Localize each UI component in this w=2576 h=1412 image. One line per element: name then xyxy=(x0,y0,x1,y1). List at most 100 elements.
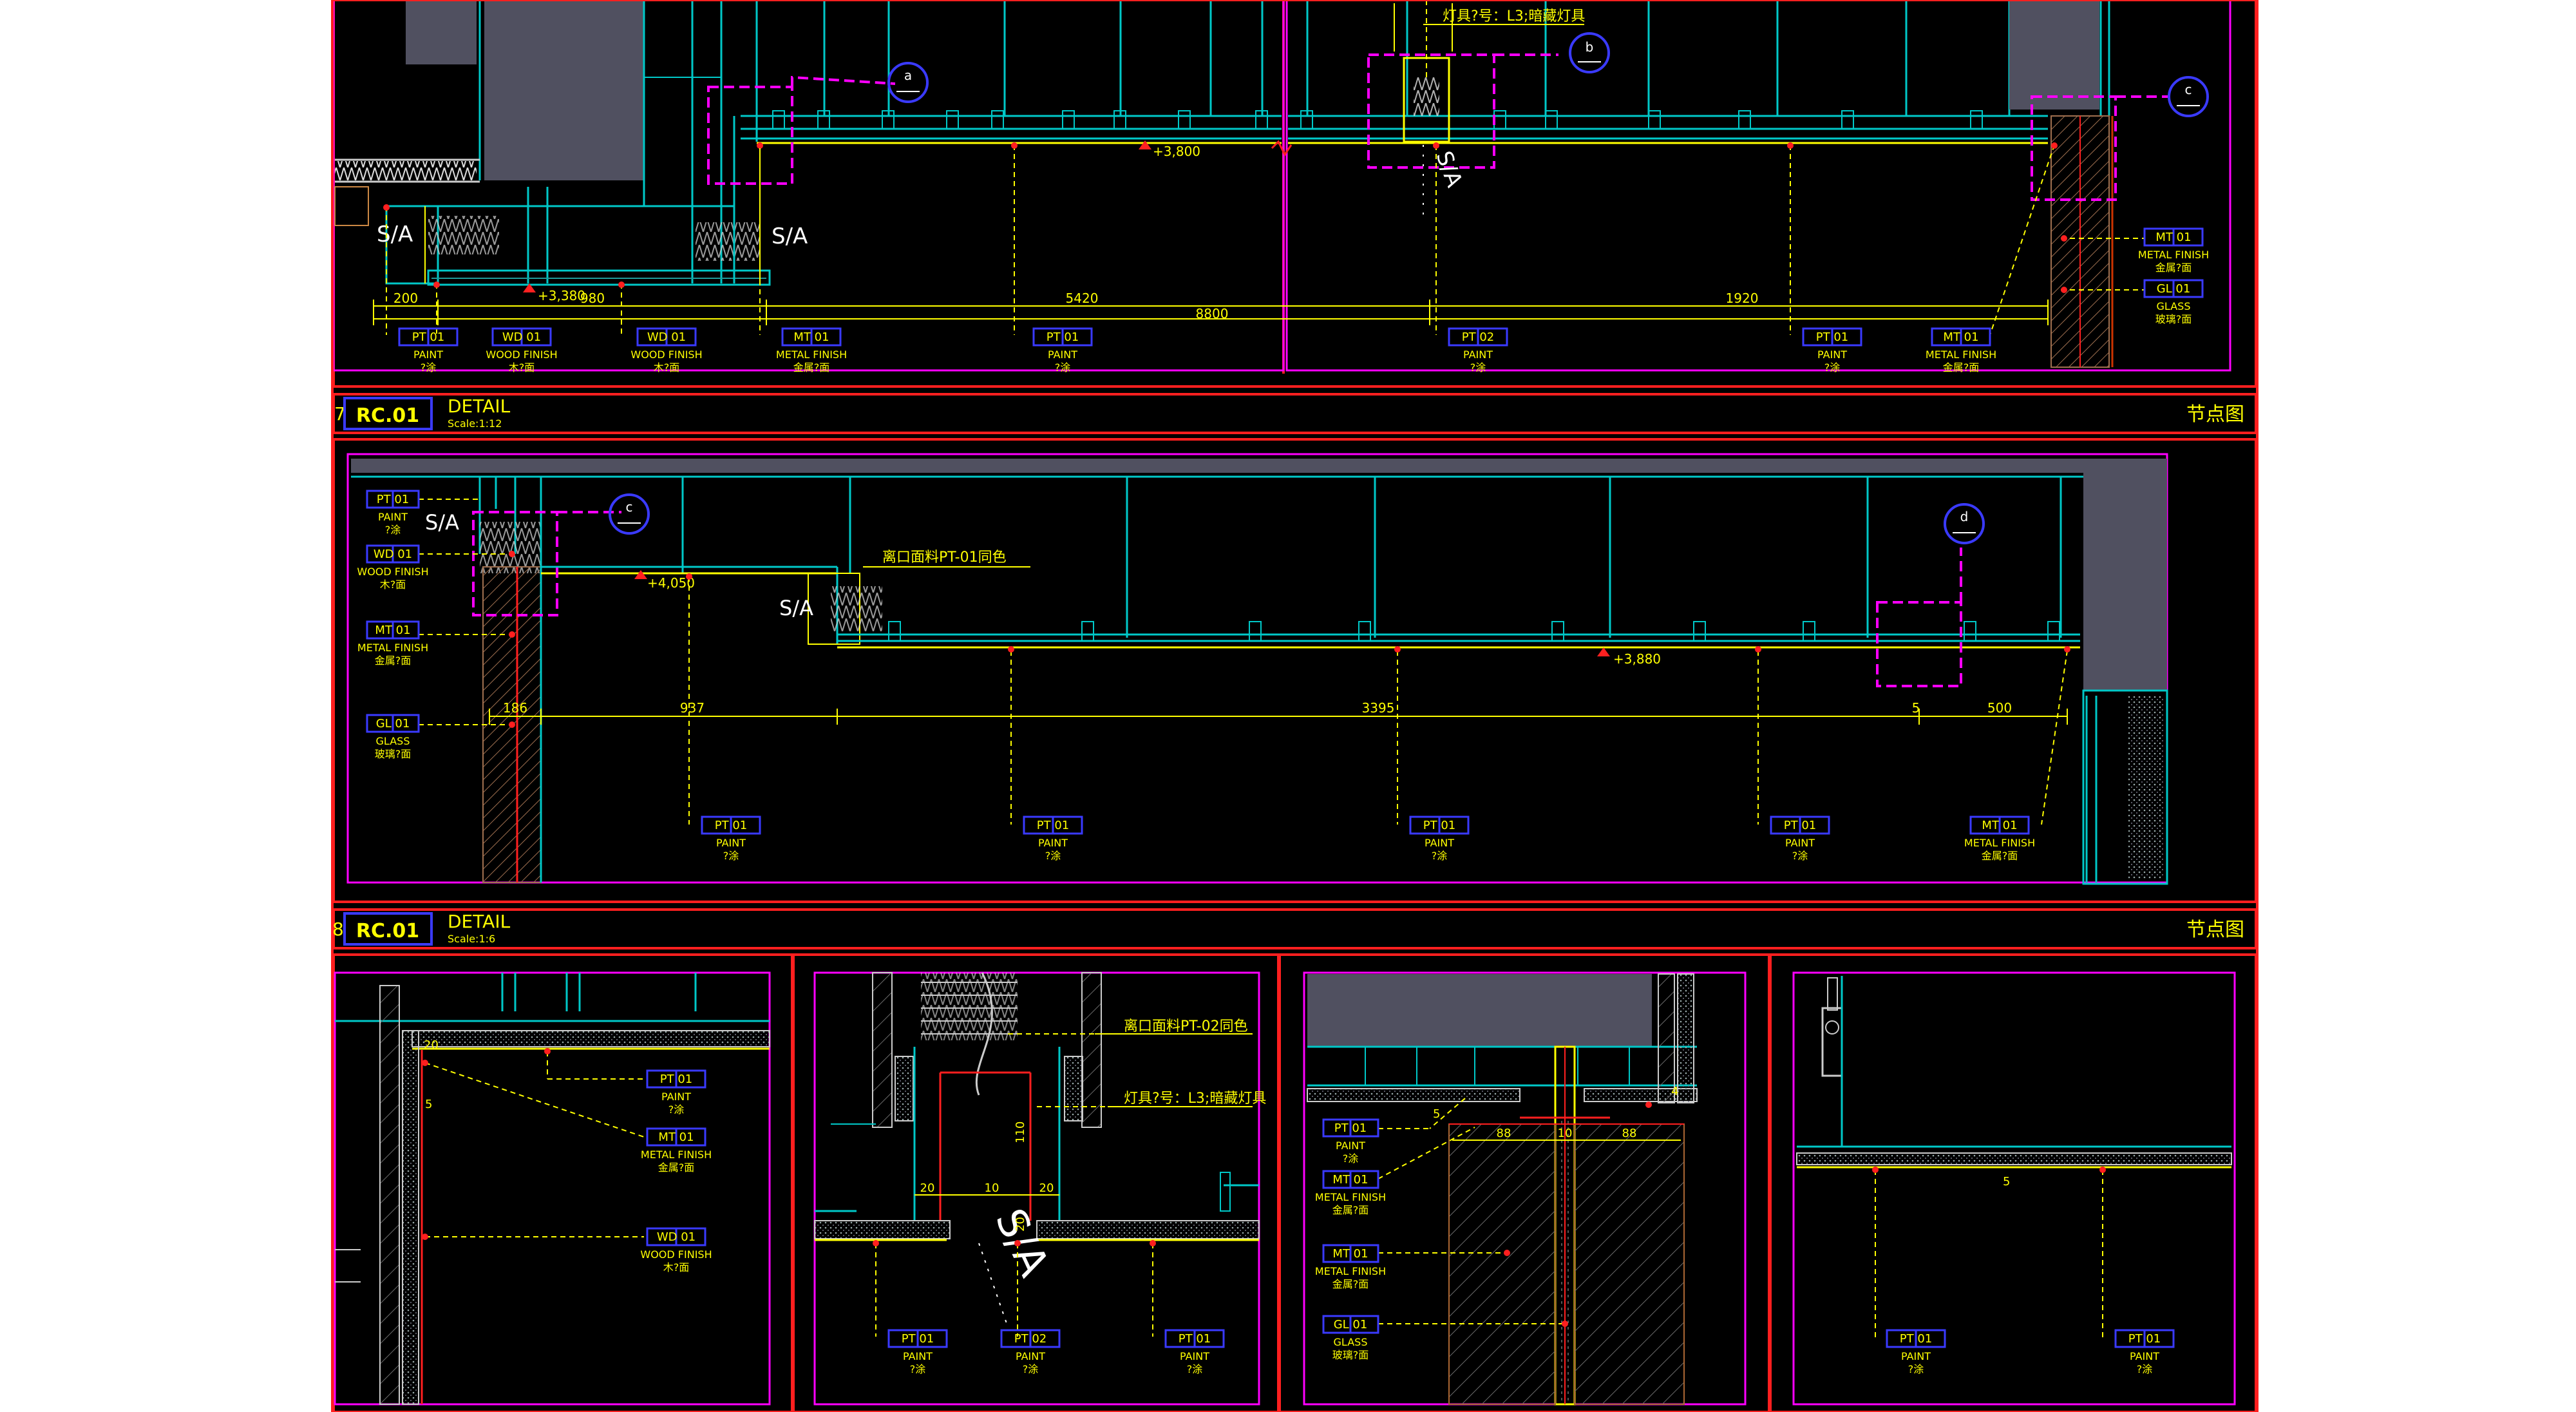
tag-mt01-p2a[interactable]: MT 01 METAL FINISH 金属?面 xyxy=(357,620,428,667)
sa-label-5: S/A xyxy=(779,596,813,620)
tag-pt01-p2b[interactable]: PT 01 PAINT ?涂 xyxy=(701,816,761,862)
section-2-right-label: 节点图 xyxy=(2186,403,2244,426)
tag-mt01-p3a[interactable]: MT 01 METAL FINISH 金属?面 xyxy=(641,1127,712,1174)
tag-pt01-p2e[interactable]: PT 01 PAINT ?涂 xyxy=(1770,816,1830,862)
dim-3395: 3395 xyxy=(1362,700,1395,716)
dim-110: 110 xyxy=(1014,1121,1027,1143)
svg-text:PT 01: PT 01 xyxy=(1784,819,1816,832)
svg-text:PAINT: PAINT xyxy=(1336,1140,1365,1152)
svg-text:?涂: ?涂 xyxy=(1023,1363,1039,1375)
dim-5420: 5420 xyxy=(1066,291,1099,306)
tag-pt01-p3b2[interactable]: PT 01 PAINT ?涂 xyxy=(1164,1329,1225,1375)
tag-gl01-p3c[interactable]: GL 01 GLASS 玻璃?面 xyxy=(1322,1315,1379,1361)
tag-pt01-p1a[interactable]: PT 01 PAINT ?涂 xyxy=(398,327,459,374)
tag-gl01-p1[interactable]: GL 01 GLASS 玻璃?面 xyxy=(2143,279,2204,325)
svg-text:MT 01: MT 01 xyxy=(2155,231,2191,244)
svg-text:PAINT: PAINT xyxy=(1901,1350,1931,1362)
svg-text:PT 01: PT 01 xyxy=(1037,819,1069,832)
svg-text:金属?面: 金属?面 xyxy=(1982,850,2018,862)
tag-pt01-p1b[interactable]: PT 01 PAINT ?涂 xyxy=(1032,327,1093,374)
dim-186: 186 xyxy=(503,700,527,716)
svg-text:?涂: ?涂 xyxy=(1187,1363,1203,1375)
lamp-note-top: 灯具?号：L3;暗藏灯具 xyxy=(1443,8,1585,24)
tag-pt01-p3a[interactable]: PT 01 PAINT ?涂 xyxy=(646,1069,706,1116)
svg-text:PAINT: PAINT xyxy=(903,1350,933,1362)
svg-text:MT 01: MT 01 xyxy=(1332,1247,1368,1261)
svg-text:GLASS: GLASS xyxy=(376,735,410,747)
svg-text:PT 01: PT 01 xyxy=(1046,330,1079,344)
svg-text:?涂: ?涂 xyxy=(1908,1363,1924,1375)
svg-text:WOOD FINISH: WOOD FINISH xyxy=(357,566,428,578)
tag-mt01-p2b[interactable]: MT 01 METAL FINISH 金属?面 xyxy=(1964,816,2035,862)
svg-text:WD 01: WD 01 xyxy=(657,1230,696,1244)
callout-c-top[interactable]: c xyxy=(2168,76,2209,117)
svg-text:金属?面: 金属?面 xyxy=(375,654,412,667)
svg-text:PAINT: PAINT xyxy=(661,1091,691,1103)
svg-text:?涂: ?涂 xyxy=(668,1103,685,1116)
tag-wd01-p1b[interactable]: WD 01 WOOD FINISH 木?面 xyxy=(630,327,703,374)
callout-b[interactable]: b xyxy=(1569,32,1610,73)
svg-text:GL 01: GL 01 xyxy=(376,717,410,730)
tag-wd01-p1a[interactable]: WD 01 WOOD FINISH 木?面 xyxy=(486,327,558,374)
tag-pt01-p1c[interactable]: PT 01 PAINT ?涂 xyxy=(1802,327,1862,374)
svg-text:METAL FINISH: METAL FINISH xyxy=(357,642,428,654)
tag-pt01-p2a[interactable]: PT 01 PAINT ?涂 xyxy=(366,490,420,536)
tag-mt01-p3c2[interactable]: MT 01 METAL FINISH 金属?面 xyxy=(1315,1244,1386,1290)
callout-c-mid[interactable]: c xyxy=(609,493,650,535)
svg-text:GL 01: GL 01 xyxy=(2157,282,2191,296)
level-3800: +3,800 xyxy=(1153,144,1200,159)
svg-text:METAL FINISH: METAL FINISH xyxy=(1315,1265,1386,1277)
svg-text:MT 01: MT 01 xyxy=(658,1131,694,1144)
svg-text:MT 01: MT 01 xyxy=(1332,1173,1368,1187)
svg-text:木?面: 木?面 xyxy=(663,1261,690,1274)
callout-d[interactable]: d xyxy=(1944,503,1985,544)
section-2-number: 7 xyxy=(334,403,346,425)
svg-text:PT 01: PT 01 xyxy=(715,819,747,832)
callout-a[interactable]: a xyxy=(887,62,929,103)
panel-3-detail-b: S/A 离口面料PT-02同色 灯具?号：L3;暗藏灯具 20 10 20 11… xyxy=(792,953,1280,1412)
tag-pt01-p3b1[interactable]: PT 01 PAINT ?涂 xyxy=(887,1329,948,1375)
svg-text:PAINT: PAINT xyxy=(1048,348,1077,361)
svg-text:WOOD FINISH: WOOD FINISH xyxy=(486,348,557,361)
svg-text:METAL FINISH: METAL FINISH xyxy=(1315,1191,1386,1203)
svg-text:PAINT: PAINT xyxy=(1463,348,1493,361)
dim-5-d: 5 xyxy=(2003,1175,2010,1188)
svg-text:玻璃?面: 玻璃?面 xyxy=(2155,313,2192,325)
tag-wd01-p2[interactable]: WD 01 WOOD FINISH 木?面 xyxy=(357,544,429,591)
svg-text:PAINT: PAINT xyxy=(413,348,443,361)
tag-mt01-p1c[interactable]: MT 01 METAL FINISH 金属?面 xyxy=(2138,227,2209,274)
svg-text:MT 01: MT 01 xyxy=(375,624,410,637)
tag-pt02-p1[interactable]: PT 02 PAINT ?涂 xyxy=(1448,327,1508,374)
tag-mt01-p1b[interactable]: MT 01 METAL FINISH 金属?面 xyxy=(1926,327,1996,374)
dim-1920: 1920 xyxy=(1726,291,1759,306)
section-3-number: 8 xyxy=(332,919,344,940)
tag-gl01-p2[interactable]: GL 01 GLASS 玻璃?面 xyxy=(366,714,420,760)
gap-note-pt01: 离口面料PT-01同色 xyxy=(882,549,1007,566)
tag-pt01-p3c[interactable]: PT 01 PAINT ?涂 xyxy=(1322,1118,1379,1165)
tag-mt01-p1a[interactable]: MT 01 METAL FINISH 金属?面 xyxy=(776,327,847,374)
tag-mt01-p3c1[interactable]: MT 01 METAL FINISH 金属?面 xyxy=(1315,1170,1386,1216)
tag-pt01-p2d[interactable]: PT 01 PAINT ?涂 xyxy=(1409,816,1470,862)
panel-1-elevation: a b c 灯具?号：L3;暗藏灯具 S/A S/A S/A +3,380 +3… xyxy=(332,0,2257,388)
svg-text:c: c xyxy=(2185,82,2192,97)
dim-5-c: 5 xyxy=(1433,1107,1440,1121)
tag-pt01-p2c[interactable]: PT 01 PAINT ?涂 xyxy=(1023,816,1083,862)
tag-wd01-p3a[interactable]: WD 01 WOOD FINISH 木?面 xyxy=(640,1227,712,1274)
dim-200: 200 xyxy=(393,291,418,306)
tag-pt02-p3b[interactable]: PT 02 PAINT ?涂 xyxy=(1000,1329,1061,1375)
svg-text:PAINT: PAINT xyxy=(1817,348,1847,361)
svg-text:?涂: ?涂 xyxy=(2137,1363,2153,1375)
dim-20-b2: 20 xyxy=(1039,1181,1054,1195)
svg-text:PAINT: PAINT xyxy=(1016,1350,1045,1362)
svg-text:PT 01: PT 01 xyxy=(1179,1332,1211,1346)
panel-3-detail-c: 88 10 88 5 4 PT 01 PAINT ?涂 MT 01 METAL … xyxy=(1278,953,1770,1412)
tag-pt01-p3d1[interactable]: PT 01 PAINT ?涂 xyxy=(1886,1329,1946,1375)
section-3-scale: Scale:1:6 xyxy=(448,933,495,945)
level-3380: +3,380 xyxy=(538,288,585,303)
sa-label-1: S/A xyxy=(377,222,413,247)
svg-text:MT 01: MT 01 xyxy=(1982,819,2017,832)
dim-5: 5 xyxy=(1912,700,1920,716)
tag-pt01-p3d2[interactable]: PT 01 PAINT ?涂 xyxy=(2114,1329,2175,1375)
svg-text:PT 01: PT 01 xyxy=(1900,1332,1932,1346)
